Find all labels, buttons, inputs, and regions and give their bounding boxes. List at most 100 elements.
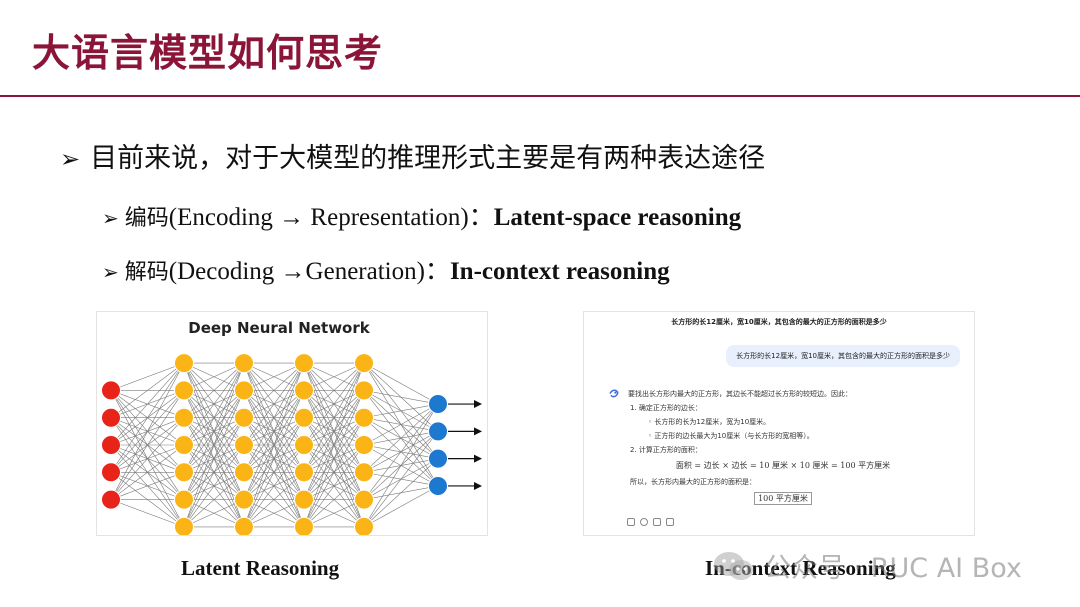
- network-edge: [243, 362, 305, 473]
- network-edge: [243, 362, 305, 418]
- output-arrowhead: [474, 454, 482, 463]
- slide-title: 大语言模型如何思考: [32, 31, 384, 75]
- hidden-neuron: [354, 380, 374, 401]
- hidden-neuron: [234, 516, 254, 535]
- network-edge: [303, 362, 365, 446]
- output-neuron: [428, 421, 448, 442]
- hidden-neuron: [354, 516, 374, 535]
- network-edge: [303, 499, 365, 528]
- wechat-logo-icon: [714, 551, 753, 580]
- network-edge: [183, 499, 245, 528]
- hidden-neuron: [294, 407, 314, 428]
- thumbs-down-icon[interactable]: [666, 518, 674, 526]
- user-message-bubble: 长方形的长12厘米，宽10厘米，其包含的最大的正方形的面积是多少: [726, 345, 960, 367]
- bullet-decoding-emphasis: In-context reasoning: [449, 258, 670, 285]
- network-edge: [110, 362, 185, 391]
- network-edge: [303, 362, 365, 473]
- network-edge: [303, 362, 365, 391]
- network-edge: [363, 390, 439, 405]
- output-neuron: [428, 475, 448, 496]
- arrow-bullet-icon: ➢: [102, 206, 119, 230]
- network-edge: [183, 417, 245, 528]
- bullet-encoding-prefix: 编码: [124, 206, 169, 231]
- arrow-bullet-icon: ➢: [60, 145, 81, 173]
- hidden-neuron: [294, 462, 314, 483]
- hidden-neuron: [234, 489, 254, 510]
- response-answer-box: 100 平方厘米: [754, 492, 812, 505]
- network-nodes: [101, 353, 448, 535]
- copy-icon[interactable]: [627, 518, 635, 526]
- hidden-neuron: [354, 489, 374, 510]
- network-edge: [183, 362, 245, 500]
- chat-question-header: 长方形的长12厘米，宽10厘米，其包含的最大的正方形的面积是多少: [671, 318, 887, 326]
- hidden-neuron: [174, 435, 194, 455]
- bullet-encoding-detail: (Encoding → Representation)：: [168, 204, 494, 231]
- network-edge: [363, 403, 439, 418]
- network-edges: [110, 362, 439, 528]
- hidden-neuron: [294, 489, 314, 510]
- response-action-row: [627, 518, 674, 526]
- hidden-neuron: [354, 462, 374, 483]
- network-edge: [183, 390, 245, 528]
- output-arrowhead: [474, 400, 482, 409]
- hidden-neuron: [234, 435, 254, 455]
- regenerate-icon[interactable]: [640, 518, 648, 526]
- response-step-1b: ◦ 正方形的边长最大为10厘米（与长方形的宽相等）。: [648, 432, 814, 440]
- output-arrowhead: [474, 427, 482, 436]
- network-edge: [243, 362, 305, 446]
- network-edge: [110, 362, 185, 418]
- network-edge: [183, 362, 245, 418]
- assistant-avatar-icon: [609, 389, 619, 398]
- network-edge: [110, 362, 185, 500]
- hidden-neuron: [234, 380, 254, 401]
- network-edge: [110, 390, 185, 500]
- hidden-neuron: [174, 516, 194, 535]
- network-edge: [110, 362, 185, 473]
- chat-screenshot-figure: 长方形的长12厘米，宽10厘米，其包含的最大的正方形的面积是多少 长方形的长12…: [583, 311, 975, 536]
- bullet-encoding: ➢ 编码 (Encoding → Representation)： Latent…: [102, 197, 741, 233]
- hidden-neuron: [294, 516, 314, 535]
- output-arrowhead: [474, 481, 482, 490]
- network-output-arrows: [448, 400, 482, 490]
- input-neuron: [101, 489, 121, 510]
- hidden-neuron: [174, 380, 194, 401]
- output-neuron: [428, 394, 448, 415]
- bullet-main: ➢ 目前来说，对于大模型的推理形式主要是有两种表达途径: [60, 136, 765, 175]
- title-divider: [0, 95, 1080, 97]
- network-edge: [363, 403, 439, 473]
- hidden-neuron: [294, 353, 314, 374]
- hidden-neuron: [294, 380, 314, 401]
- output-neuron: [428, 448, 448, 469]
- network-edge: [183, 362, 245, 473]
- network-edge: [183, 472, 245, 528]
- input-neuron: [101, 435, 121, 455]
- network-edge: [363, 403, 439, 528]
- network-edge: [183, 362, 245, 391]
- hidden-neuron: [174, 407, 194, 428]
- network-edge: [363, 485, 439, 528]
- response-formula: 面积 = 边长 × 边长 = 10 厘米 × 10 厘米 = 100 平方厘米: [675, 461, 891, 470]
- network-edge: [110, 472, 185, 500]
- hidden-neuron: [174, 489, 194, 510]
- hidden-neuron: [174, 353, 194, 374]
- response-intro: 要找出长方形内最大的正方形，其边长不能超过长方形的较短边。因此：: [628, 390, 852, 398]
- thumbs-up-icon[interactable]: [653, 518, 661, 526]
- network-edge: [363, 403, 439, 446]
- network-edge: [303, 417, 365, 528]
- hidden-neuron: [174, 462, 194, 483]
- bullet-decoding-detail: (Decoding →Generation)：: [168, 258, 450, 285]
- assistant-response: 要找出长方形内最大的正方形，其边长不能超过长方形的较短边。因此： 1. 确定正方…: [608, 387, 958, 506]
- hidden-neuron: [234, 462, 254, 483]
- network-edge: [363, 458, 439, 528]
- network-edge: [303, 362, 365, 418]
- bullet-decoding: ➢ 解码 (Decoding →Generation)： In-context …: [102, 251, 670, 287]
- network-edge: [303, 472, 365, 528]
- network-edge: [363, 403, 439, 500]
- hidden-neuron: [234, 407, 254, 428]
- response-step-1: 1. 确定正方形的边长：: [630, 404, 702, 412]
- network-edge: [303, 390, 365, 528]
- neural-network-figure: Deep Neural Network: [96, 311, 488, 536]
- caption-latent-reasoning: Latent Reasoning: [181, 556, 340, 580]
- watermark: 公众号 · RUC AI Box: [712, 546, 1022, 585]
- network-edge: [363, 362, 439, 405]
